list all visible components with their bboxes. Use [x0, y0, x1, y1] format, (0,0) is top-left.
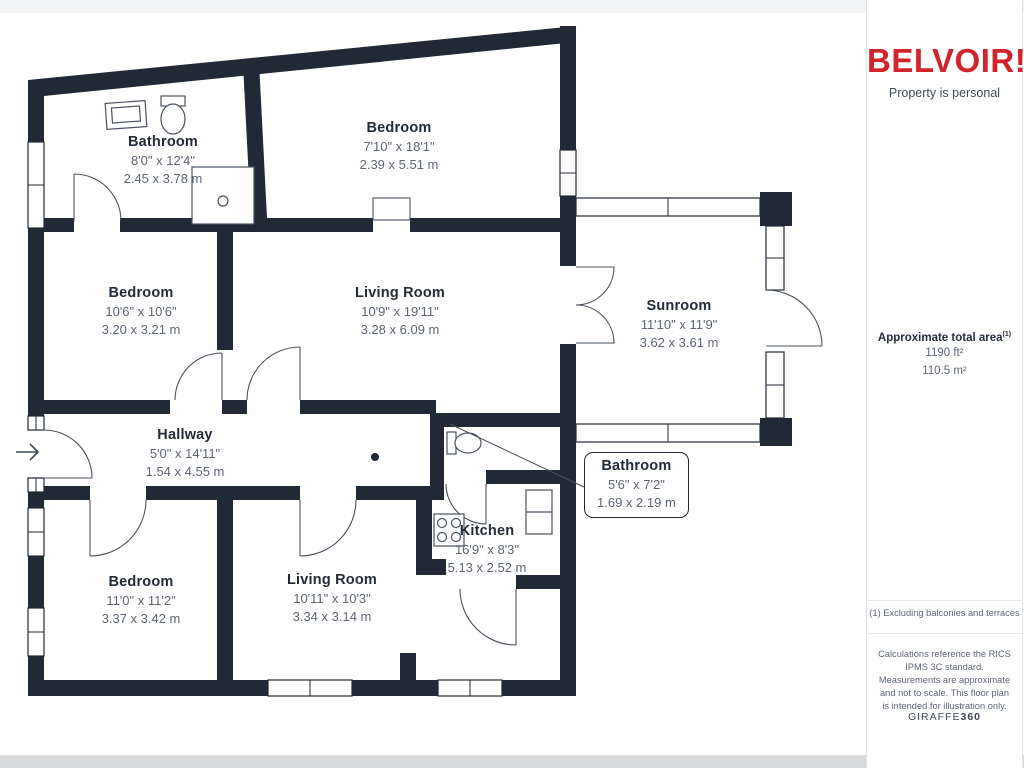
info-sidebar: BELVOIR! Property is personal Approximat… — [866, 0, 1024, 768]
room-size-imperial: 10'6" x 10'6" — [105, 304, 177, 319]
kitchen-sink-icon — [525, 489, 553, 535]
room-size-imperial: 16'9" x 8'3" — [454, 542, 520, 557]
floor-plan — [16, 26, 823, 697]
room-size-metric: 1.69 x 2.19 m — [597, 494, 676, 510]
room-size-metric: 3.34 x 3.14 m — [292, 608, 372, 624]
room-size-imperial: 8'0" x 12'4" — [130, 153, 196, 168]
total-area-imperial: 1190 ft² — [925, 346, 964, 359]
room-size-imperial: 11'0" x 11'2" — [106, 593, 176, 608]
room-size-imperial: 11'10" x 11'9" — [640, 317, 718, 332]
room-label-kitchen: Kitchen 16'9" x 8'3" 5.13 x 2.52 m — [448, 522, 527, 576]
room-size-metric: 3.62 x 3.61 m — [639, 334, 719, 350]
room-name: Hallway — [157, 427, 213, 443]
dot-marker — [371, 453, 379, 461]
shower-icon — [191, 166, 255, 225]
stove-icon — [433, 513, 465, 547]
room-name: Bathroom — [601, 458, 672, 474]
door-arcs — [43, 173, 823, 646]
footnote-text: (1) Excluding balconies and terraces — [869, 608, 1020, 618]
belvoir-logo: BELVOIR! — [867, 42, 1024, 79]
room-name: Living Room — [354, 285, 446, 301]
room-label-living-room-bottom: Living Room 10'11" x 10'3" 3.34 x 3.14 m — [287, 571, 377, 625]
room-size-imperial: 5'0" x 14'11" — [149, 446, 221, 461]
toilet-icon — [160, 95, 186, 135]
room-name: Bathroom — [127, 134, 199, 150]
room-size-imperial: 10'11" x 10'3" — [293, 591, 371, 606]
threshold-step — [372, 197, 411, 221]
sink-icon — [104, 99, 148, 131]
room-name: Kitchen — [459, 523, 515, 539]
toilet-small-icon — [446, 431, 482, 455]
room-label-bedroom-left: Bedroom 10'6" x 10'6" 3.20 x 3.21 m — [102, 284, 181, 338]
room-label-bathroom-top: Bathroom 8'0" x 12'4" 2.45 x 3.78 m — [124, 133, 203, 187]
room-label-bedroom-bottom: Bedroom 11'0" x 11'2" 3.37 x 3.42 m — [102, 573, 181, 627]
room-size-imperial: 7'10" x 18'1" — [363, 139, 435, 154]
footnote-marker: (1) — [1002, 331, 1012, 338]
room-size-metric: 2.45 x 3.78 m — [123, 170, 203, 186]
room-label-bathroom-small-callout: Bathroom 5'6" x 7'2" 1.69 x 2.19 m — [584, 452, 689, 518]
room-name: Bedroom — [366, 120, 432, 136]
total-area-block: Approximate total area(1) 1190 ft² 110.5… — [867, 331, 1022, 380]
giraffe360-logo: GIRAFFE360 — [907, 711, 982, 723]
bottom-edge-strip — [0, 755, 1024, 768]
room-label-living-room-main: Living Room 10'9" x 19'11" 3.28 x 6.09 m — [355, 284, 445, 338]
room-name: Sunroom — [646, 298, 712, 314]
room-size-imperial: 10'9" x 19'11" — [361, 304, 439, 319]
room-label-hallway: Hallway 5'0" x 14'11" 1.54 x 4.55 m — [146, 426, 225, 480]
walls — [28, 26, 792, 696]
room-name: Bedroom — [108, 574, 174, 590]
room-name: Living Room — [286, 572, 378, 588]
divider — [867, 600, 1022, 601]
room-size-metric: 5.13 x 2.52 m — [447, 559, 527, 575]
top-edge-strip — [0, 0, 1024, 13]
entry-arrow-icon — [16, 443, 40, 461]
room-size-metric: 3.20 x 3.21 m — [101, 321, 181, 337]
room-label-sunroom: Sunroom 11'10" x 11'9" 3.62 x 3.61 m — [640, 297, 719, 351]
total-area-title: Approximate total area(1) — [877, 331, 1012, 344]
room-size-metric: 3.37 x 3.42 m — [101, 610, 181, 626]
room-name: Bedroom — [108, 285, 174, 301]
room-size-imperial: 5'6" x 7'2" — [607, 477, 665, 492]
room-size-metric: 2.39 x 5.51 m — [359, 156, 439, 172]
disclaimer-text: Calculations reference the RICS IPMS 3C … — [878, 649, 1011, 711]
divider — [867, 633, 1022, 634]
total-area-metric: 110.5 m² — [922, 364, 967, 377]
brand-tagline: Property is personal — [888, 86, 1001, 100]
room-label-bedroom-top: Bedroom 7'10" x 18'1" 2.39 x 5.51 m — [360, 119, 439, 173]
room-size-metric: 3.28 x 6.09 m — [360, 321, 440, 337]
window-mullions — [28, 172, 784, 696]
room-size-metric: 1.54 x 4.55 m — [145, 463, 225, 479]
callout-leader-line — [449, 423, 585, 488]
